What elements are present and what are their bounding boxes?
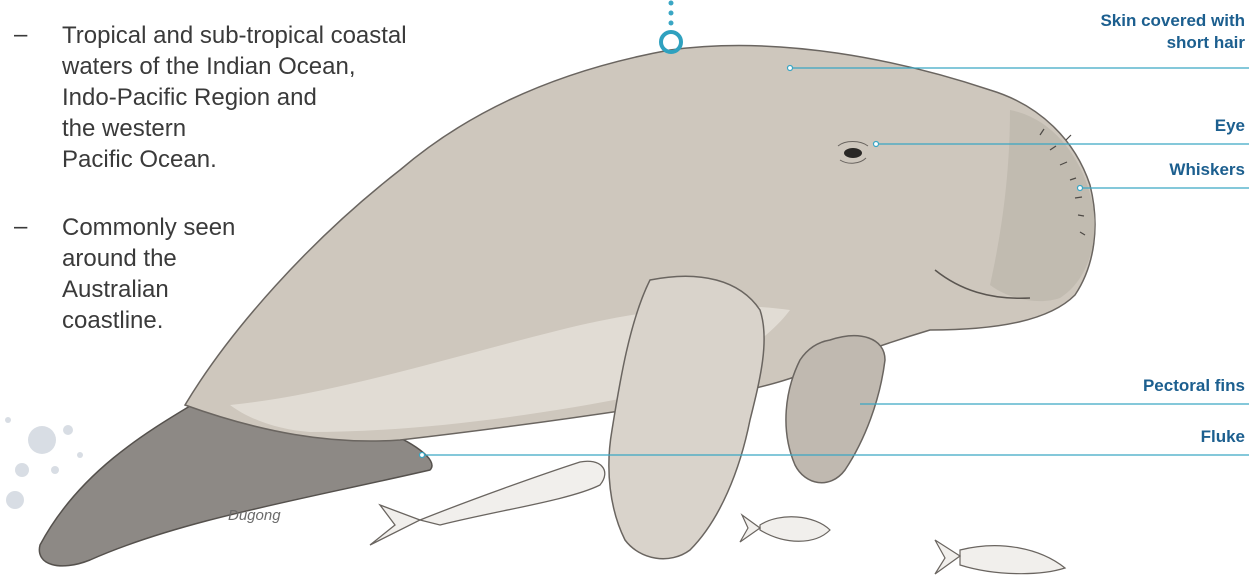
fact-line: around the bbox=[62, 243, 235, 274]
fish-small-2 bbox=[935, 540, 1065, 574]
label-skin: Skin covered with short hair bbox=[1100, 10, 1245, 54]
label-skin-line-2: short hair bbox=[1100, 32, 1245, 54]
bullet-dash: – bbox=[14, 213, 27, 241]
habitat-facts: – Tropical and sub-tropical coastal wate… bbox=[0, 0, 520, 380]
fish-small-1 bbox=[740, 515, 830, 542]
fact-line: Pacific Ocean. bbox=[62, 144, 407, 175]
eye-shape bbox=[844, 148, 862, 158]
label-fluke: Fluke bbox=[1201, 426, 1245, 448]
watercolor-splash bbox=[5, 417, 83, 509]
fact-item-1: Tropical and sub-tropical coastal waters… bbox=[62, 20, 407, 175]
top-marker bbox=[661, 1, 681, 53]
label-eye: Eye bbox=[1215, 115, 1245, 137]
fact-line: Commonly seen bbox=[62, 212, 235, 243]
fact-line: waters of the Indian Ocean, bbox=[62, 51, 407, 82]
fact-line: Tropical and sub-tropical coastal bbox=[62, 20, 407, 51]
fact-item-2: Commonly seen around the Australian coas… bbox=[62, 212, 235, 336]
label-whiskers: Whiskers bbox=[1169, 159, 1245, 181]
bullet-dash: – bbox=[14, 21, 27, 49]
label-pectoral-fins: Pectoral fins bbox=[1143, 375, 1245, 397]
fact-line: Australian bbox=[62, 274, 235, 305]
pectoral-fin-shape bbox=[786, 336, 885, 483]
fact-line: coastline. bbox=[62, 305, 235, 336]
label-skin-line-1: Skin covered with bbox=[1100, 10, 1245, 32]
caption-dugong: Dugong bbox=[228, 507, 281, 524]
fact-line: Indo-Pacific Region and bbox=[62, 82, 407, 113]
fact-line: the western bbox=[62, 113, 407, 144]
